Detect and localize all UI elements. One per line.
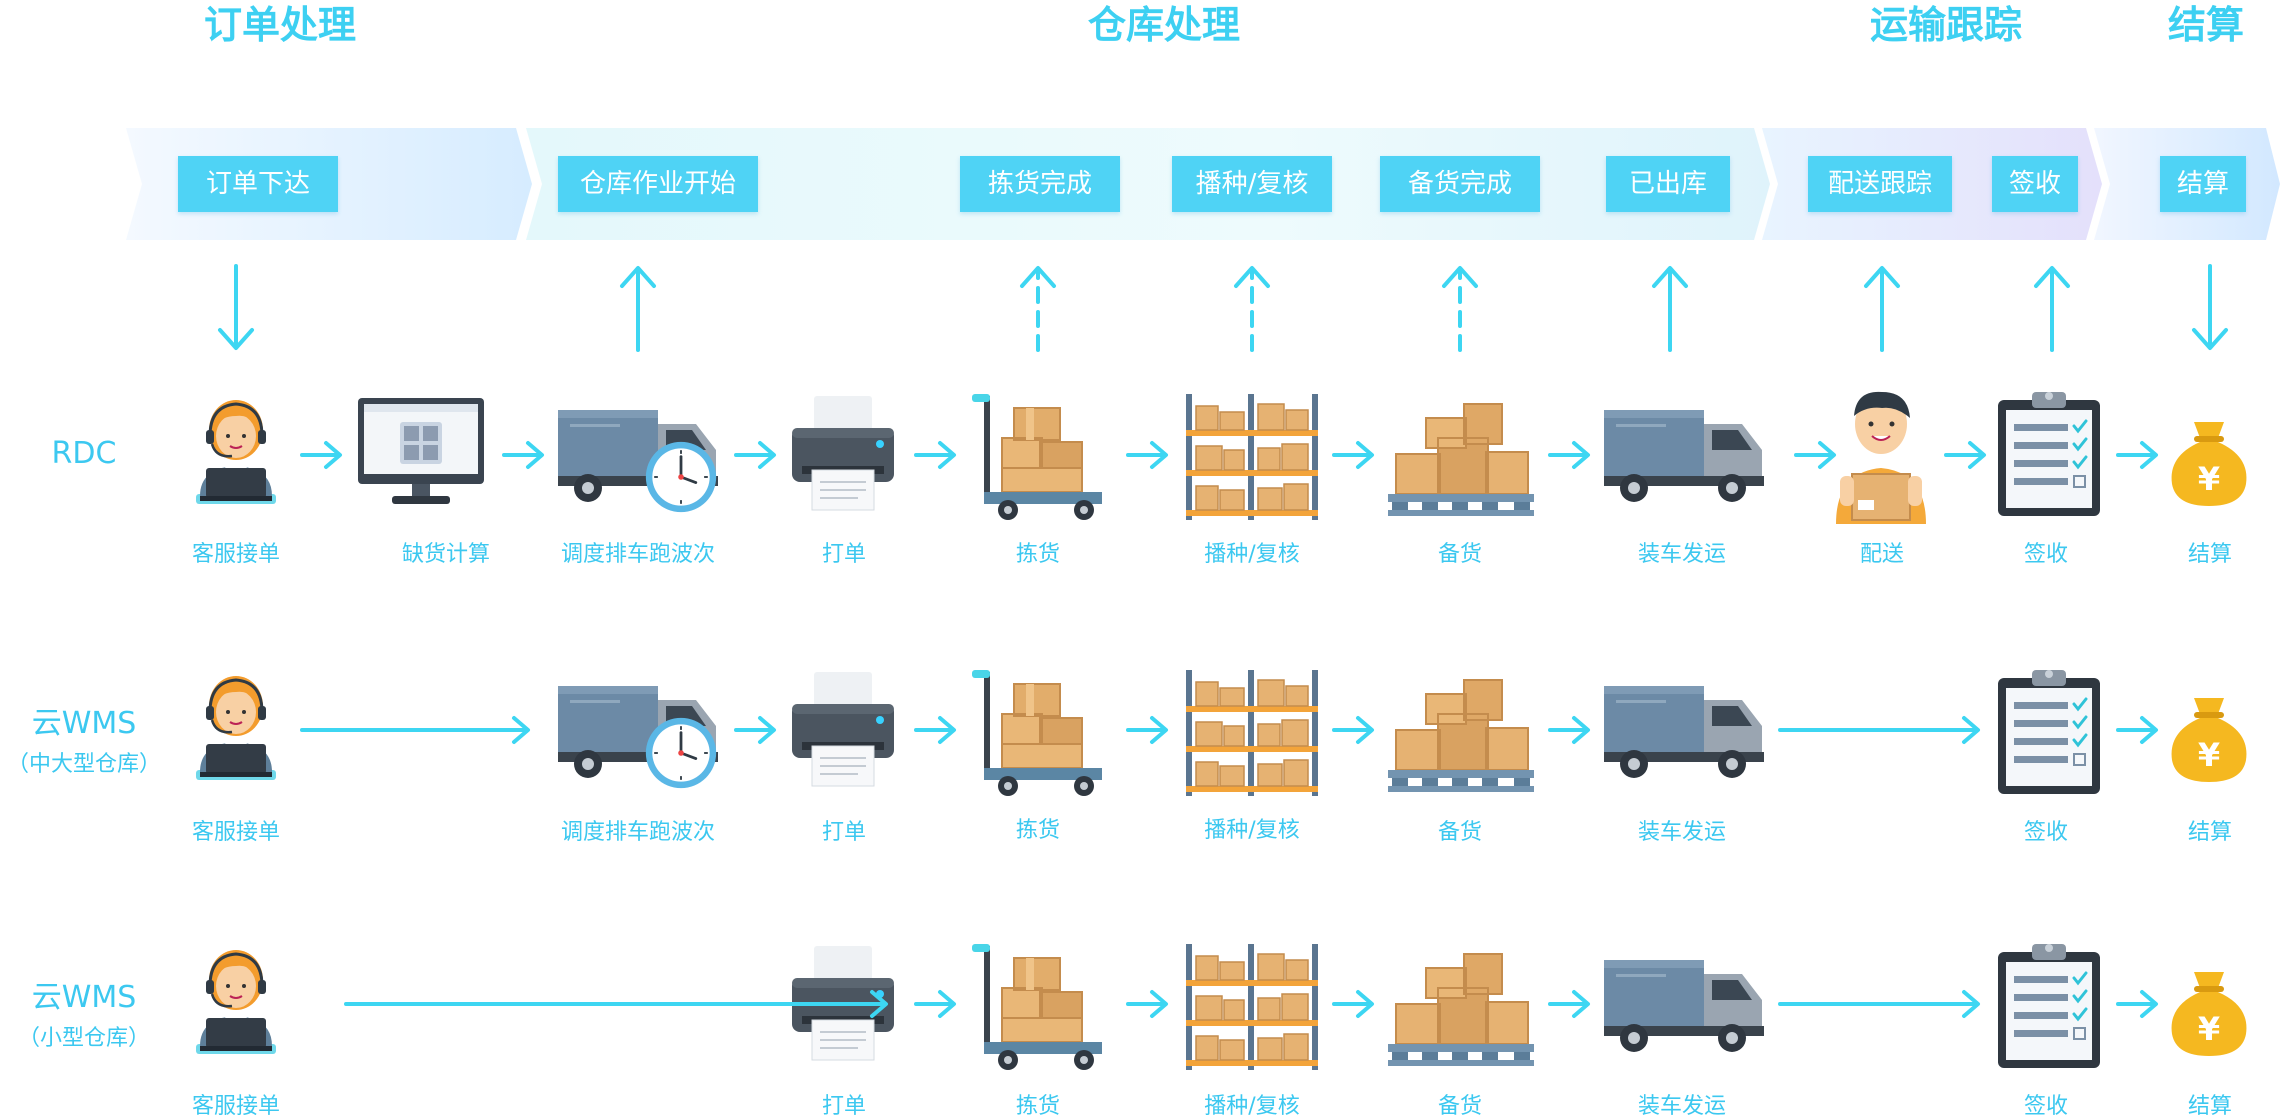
phase-title-settlement: 结算 xyxy=(2167,3,2245,47)
arrow-up-delivery xyxy=(1864,266,1900,352)
tag-sign-received: 签收 xyxy=(1992,156,2078,212)
row-label-rdc: RDC xyxy=(51,436,117,471)
tag-settle: 结算 xyxy=(2160,156,2246,212)
arrow-down-settle xyxy=(2192,264,2228,350)
row1-label-sowing: 播种/复核 xyxy=(1204,542,1300,567)
row3-label-loading: 装车发运 xyxy=(1637,1094,1727,1119)
row1-label-customer-service: 客服接单 xyxy=(191,542,281,567)
row1-label-print: 打单 xyxy=(821,542,867,567)
tag-order-issued: 订单下达 xyxy=(178,156,338,212)
tag-sowing-review: 播种/复核 xyxy=(1172,156,1332,212)
arrow-up-sowing-dashed xyxy=(1234,266,1270,352)
phase-title-transport: 运输跟踪 xyxy=(1869,3,2023,47)
row1-arrows xyxy=(300,441,2158,469)
row1-label-picking: 拣货 xyxy=(1015,542,1061,567)
row3-label-picking: 拣货 xyxy=(1015,1094,1061,1119)
row1-label-settle: 结算 xyxy=(2187,542,2233,567)
row1-label-delivery: 配送 xyxy=(1859,542,1905,567)
row2-label-picking: 拣货 xyxy=(1015,818,1061,843)
arrow-up-picking-dashed xyxy=(1020,266,1056,352)
tag-shipped-out: 已出库 xyxy=(1606,156,1730,212)
row3-label-stocking: 备货 xyxy=(1437,1094,1483,1119)
row-label-wms-small: 云WMS（小型仓库） xyxy=(17,980,151,1051)
tag-stocking-done: 备货完成 xyxy=(1380,156,1540,212)
row3-label-sign: 签收 xyxy=(2023,1094,2069,1119)
row2-label-sowing: 播种/复核 xyxy=(1204,818,1300,843)
row2-label-stocking: 备货 xyxy=(1437,820,1483,845)
tag-picking-done: 拣货完成 xyxy=(960,156,1120,212)
row3-label-sowing: 播种/复核 xyxy=(1204,1094,1300,1119)
row1-label-dispatch: 调度排车跑波次 xyxy=(560,542,716,567)
row1-label-shortage-calc: 缺货计算 xyxy=(401,542,491,567)
arrow-up-shipped xyxy=(1652,266,1688,352)
row2-label-print: 打单 xyxy=(821,820,867,845)
row2-label-sign: 签收 xyxy=(2023,820,2069,845)
phase-title-order: 订单处理 xyxy=(203,3,357,47)
row3-label-settle: 结算 xyxy=(2187,1094,2233,1119)
arrow-down-order xyxy=(218,264,254,350)
row1-label-loading: 装车发运 xyxy=(1637,542,1727,567)
row-label-wms-large: 云WMS（中大型仓库） xyxy=(6,706,162,777)
row3-arrows xyxy=(914,990,2158,1018)
row3-label-customer-service: 客服接单 xyxy=(191,1094,281,1119)
row2-label-customer-service: 客服接单 xyxy=(191,820,281,845)
tag-warehouse-start: 仓库作业开始 xyxy=(558,156,758,212)
row2-label-dispatch: 调度排车跑波次 xyxy=(560,820,716,845)
row1-label-sign: 签收 xyxy=(2023,542,2069,567)
row2-label-loading: 装车发运 xyxy=(1637,820,1727,845)
row3-label-print: 打单 xyxy=(821,1094,867,1119)
arrow-up-warehouse xyxy=(620,266,656,352)
row2-label-settle: 结算 xyxy=(2187,820,2233,845)
row1-label-stocking: 备货 xyxy=(1437,542,1483,567)
phase-title-warehouse: 仓库处理 xyxy=(1087,3,1241,47)
arrow-up-stocking-dashed xyxy=(1442,266,1478,352)
arrow-up-sign xyxy=(2034,266,2070,352)
row2-arrows xyxy=(300,716,2158,744)
tag-delivery-tracking: 配送跟踪 xyxy=(1808,156,1952,212)
